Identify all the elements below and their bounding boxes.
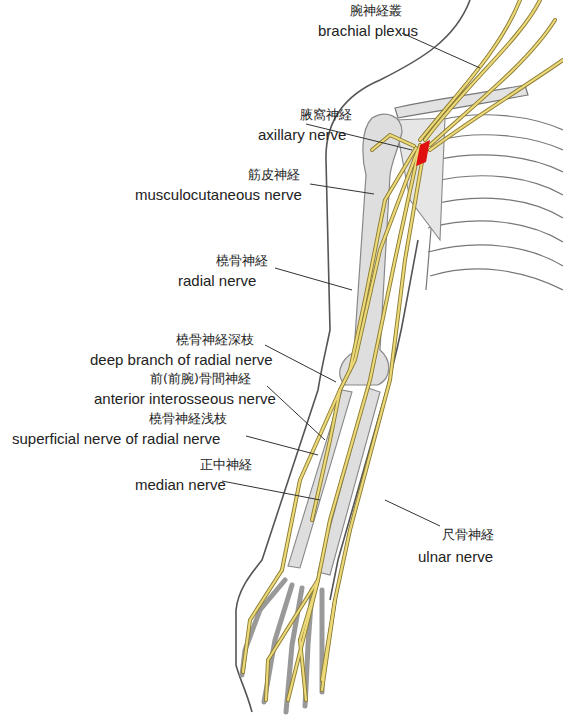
label-jp: 前(前腕)骨間神経 [150,372,251,386]
label-en: ulnar nerve [418,548,493,565]
nerves [243,0,563,700]
label-en: brachial plexus [318,22,418,39]
label-jp: 筋皮神経 [248,168,300,182]
label-en: musculocutaneous nerve [135,186,302,203]
label-jp: 尺骨神経 [442,528,494,542]
label-jp: 腕神経叢 [350,4,402,18]
label-jp: 橈骨神経深枝 [176,333,254,347]
axillary-artery-mark [416,140,430,166]
ribs [426,115,563,290]
leader-lines [222,33,480,526]
label-en: radial nerve [178,272,256,289]
label-jp: 橈骨神経浅枝 [149,412,227,426]
label-en: deep branch of radial nerve [90,351,273,368]
label-en: superficial nerve of radial nerve [12,430,220,447]
label-jp: 正中神経 [200,458,252,472]
label-en: anterior interosseous nerve [94,390,276,407]
label-jp: 橈骨神経 [216,254,268,268]
label-en: median nerve [135,476,226,493]
label-jp: 腋窩神経 [300,108,352,122]
label-en: axillary nerve [258,126,346,143]
